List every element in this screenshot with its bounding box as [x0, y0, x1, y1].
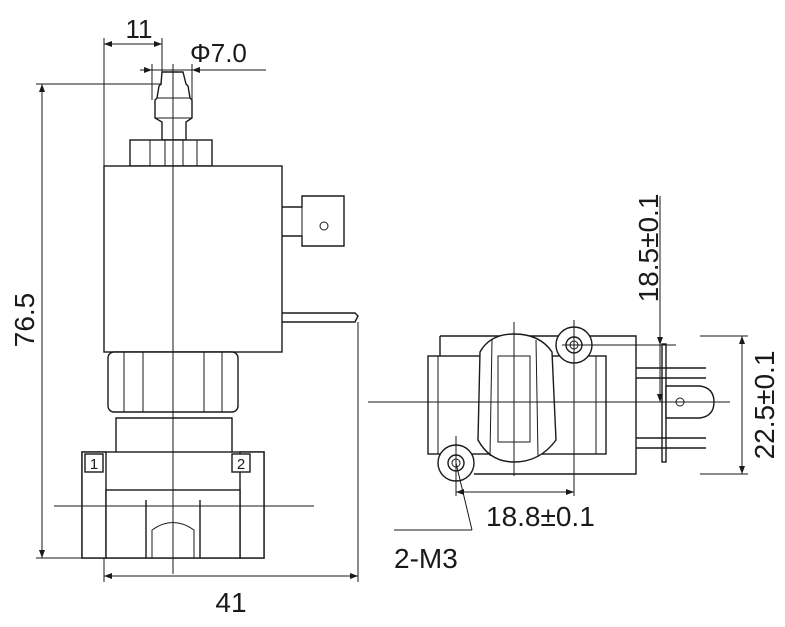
dim-hole-spacing-horizontal: [456, 489, 574, 495]
top-hex-body: [477, 333, 557, 463]
port-2-label: 2: [237, 456, 245, 473]
ground-tab: [282, 312, 359, 323]
port-1-label: 1: [90, 456, 98, 473]
mount-holes-label: 2-M3: [394, 543, 458, 574]
top-view: 18.5±0.1 22.5±0.1 18.8±0.1 2-M3: [368, 194, 780, 574]
dim-hole-offset-top-label: 18.5±0.1: [633, 194, 664, 303]
dim-barb-diameter-label: Φ7.0: [190, 38, 247, 68]
coil-body: [103, 165, 283, 353]
dim-barb-diameter: [140, 64, 266, 100]
dim-top-width: [103, 38, 163, 166]
port-1-box: [84, 453, 104, 473]
dim-overall-width-label: 41: [215, 587, 246, 618]
dim-overall-height: [36, 83, 162, 559]
top-terminal: [636, 343, 715, 463]
port-2-box: [231, 453, 251, 473]
front-view: 1 2 11 Φ7.0: [9, 14, 359, 618]
dim-overall-height-label: 76.5: [9, 293, 40, 348]
dim-hole-spacing-vertical-label: 22.5±0.1: [749, 351, 780, 460]
dim-hole-spacing-horizontal-label: 18.8±0.1: [486, 501, 595, 532]
dim-top-width-label: 11: [126, 14, 153, 44]
spade-terminal: [282, 195, 345, 247]
dim-hole-spacing-vertical: [700, 335, 748, 475]
dim-overall-width: [103, 322, 359, 582]
mount-hole-leader: [394, 462, 473, 531]
dim-hole-offset-top: [562, 196, 676, 402]
top-nut: [129, 139, 213, 167]
